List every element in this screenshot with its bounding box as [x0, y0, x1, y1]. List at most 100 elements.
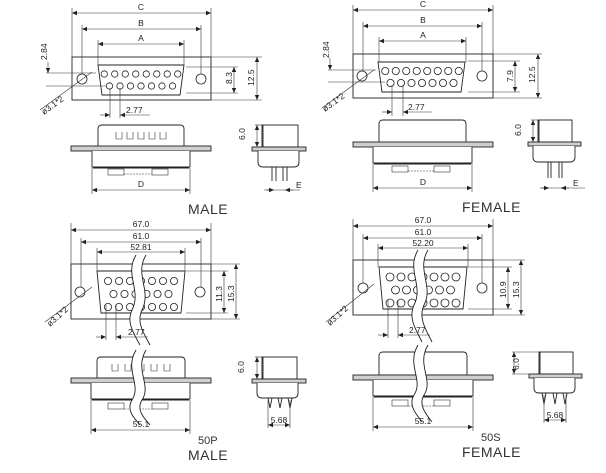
contact-pin [391, 67, 400, 76]
contact-pin [423, 67, 432, 76]
dim-shell: 52.81 [130, 242, 152, 252]
dim-shell-h: 8.3 [224, 72, 234, 84]
dim-hole: ø3.1*2 [325, 303, 351, 327]
dim-depth: 6.0 [237, 128, 247, 140]
dim-mounting: 61.0 [415, 227, 432, 237]
contact-pin [104, 276, 113, 285]
contact-pin [174, 70, 182, 78]
dim-depth: 6.0 [513, 124, 523, 136]
pin-slot [159, 132, 167, 140]
dim-shell: 52.20 [412, 238, 434, 248]
contact-pin [449, 79, 458, 88]
contact-pin [169, 276, 178, 285]
contact-pin [104, 302, 113, 311]
pin-slot [115, 132, 123, 140]
gender-label: MALE [188, 447, 228, 463]
pin-slot [124, 364, 132, 372]
dim-offset: 2.84 [321, 41, 331, 58]
pin-field [100, 70, 182, 90]
contact-pin [111, 70, 119, 78]
dim-hole: ø3.1*2 [39, 94, 65, 117]
panel-male-50: 67.0 61.0 52.81 ø3.1*2 11.3 15.3 2.77 [45, 219, 307, 463]
contact-pin [169, 302, 178, 311]
contact-pin [163, 70, 171, 78]
contact-pin [153, 289, 162, 298]
mounting-hole-right [476, 282, 488, 294]
contact-pin [438, 79, 447, 88]
dim-pin-span: E [573, 178, 579, 188]
contact-pin [100, 70, 108, 78]
contact-pin [396, 298, 406, 308]
dim-pin-span: E [296, 180, 302, 190]
contact-pin [385, 298, 395, 308]
contact-pin [429, 298, 439, 308]
gender-label: FEMALE [462, 199, 521, 215]
contact-pin [433, 67, 442, 76]
contact-pin [435, 285, 444, 295]
contact-pin [164, 289, 173, 298]
contact-pin [440, 298, 450, 308]
contact-pin [407, 79, 416, 88]
contact-pin [412, 67, 421, 76]
gender-label: FEMALE [462, 444, 521, 460]
dim-pin-span: 5.68 [547, 410, 564, 420]
dim-body-w: 55.1 [415, 416, 432, 426]
side-view: 6.0 E [237, 124, 307, 193]
mounting-hole-left [357, 282, 369, 294]
mounting-hole-left [356, 70, 368, 82]
shell-outline [97, 64, 185, 96]
contact-pin [385, 272, 395, 282]
contact-pin [153, 70, 161, 78]
dim-pitch: 2.77 [128, 327, 145, 337]
dim-overall: C [138, 2, 144, 12]
dim-shell: A [138, 33, 144, 43]
contact-pin [126, 82, 135, 90]
dim-flange-h: 12.5 [246, 69, 256, 86]
contact-pin [147, 302, 156, 311]
mounting-hole-left [74, 286, 86, 298]
side-view: 5.68 6.0 [236, 356, 307, 428]
dim-depth: 6.0 [511, 358, 521, 370]
contact-pin [142, 70, 150, 78]
dim-shell-h: 7.9 [505, 70, 515, 82]
contact-pin [115, 276, 124, 285]
socket-field [381, 67, 463, 88]
gender-label: MALE [188, 201, 228, 217]
contact-pin [168, 82, 177, 90]
dim-depth: 6.0 [236, 361, 246, 373]
dim-shell: A [420, 30, 426, 40]
dim-flange-h: 15.3 [226, 285, 236, 302]
contact-pin [121, 70, 129, 78]
contact-pin [429, 272, 439, 282]
dim-offset: 2.84 [39, 43, 49, 60]
dim-overall: 67.0 [133, 219, 150, 229]
side-view: 5.68 6.0 [511, 351, 583, 423]
shell-outline [377, 61, 466, 93]
size-label: 50P [198, 435, 218, 447]
dim-hole: ø3.1*2 [320, 91, 346, 114]
contact-pin [120, 289, 129, 298]
dim-mounting: B [138, 18, 144, 28]
bottom-view: 55.1 [70, 349, 212, 434]
dim-overall: C [420, 0, 426, 9]
contact-pin [396, 79, 405, 88]
panel-male-15: C B A 2.84 ø3.1*2 8.3 12.5 [39, 2, 307, 217]
dim-flange-h: 12.5 [527, 66, 537, 83]
contact-pin [402, 285, 411, 295]
contact-pin [402, 67, 411, 76]
panel-female-15: C B A 2.84 ø3.1*2 7.9 12.5 [320, 0, 585, 215]
contact-pin [451, 272, 461, 282]
dim-pitch: 2.77 [408, 102, 425, 112]
front-view: C B A 2.84 ø3.1*2 8.3 12.5 [39, 2, 262, 118]
pin-slot [126, 132, 134, 140]
size-label: 50S [481, 432, 501, 444]
contact-pin [158, 276, 167, 285]
contact-pin [444, 67, 453, 76]
dim-shell-h: 10.9 [498, 281, 508, 298]
dim-mounting: 61.0 [133, 231, 150, 241]
mounting-hole-right [195, 73, 207, 85]
panel-female-50: 67.0 61.0 52.20 ø3.1*2 10.9 15.3 2.77 [325, 215, 583, 460]
contact-pin [454, 67, 463, 76]
contact-pin [396, 272, 406, 282]
